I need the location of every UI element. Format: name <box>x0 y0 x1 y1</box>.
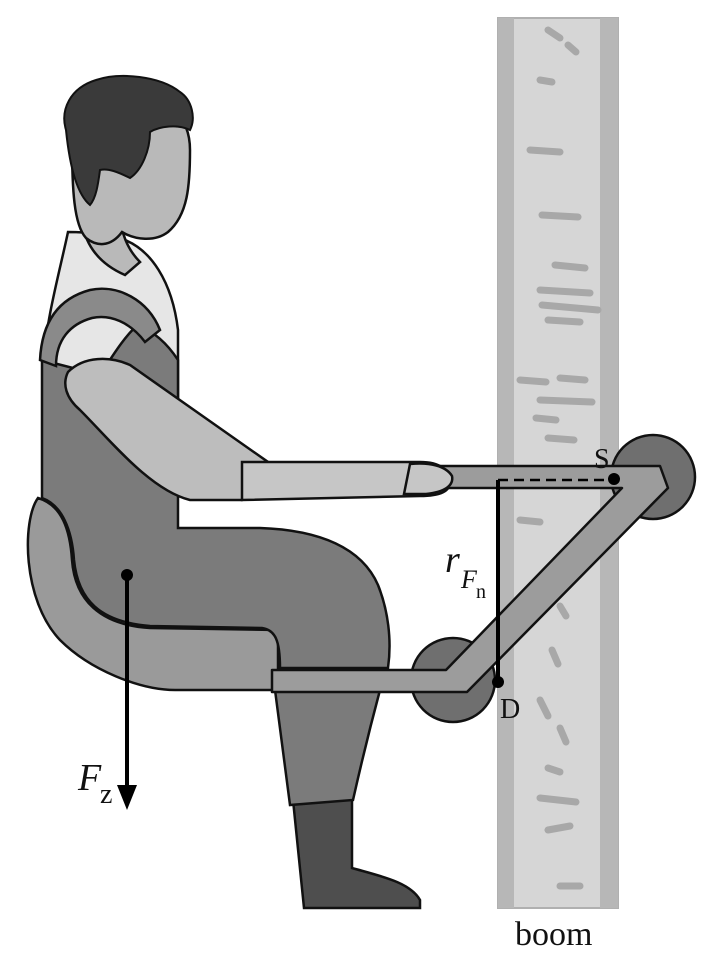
label-point-s: S <box>594 444 610 475</box>
upper-arm <box>64 357 270 502</box>
label-point-d: D <box>500 694 520 725</box>
label-lever-sub-sub: n <box>476 581 486 603</box>
lower-leg <box>273 688 382 807</box>
boot <box>291 796 422 910</box>
point-s-dot <box>608 473 620 485</box>
seat-shell <box>26 496 280 692</box>
label-force-symbol: F <box>77 757 102 799</box>
boom-edge-left <box>498 18 514 908</box>
label-boom: boom <box>515 916 592 953</box>
frame-bar <box>270 464 670 694</box>
overall-strap <box>38 287 162 368</box>
point-d-dot <box>492 676 504 688</box>
hand <box>402 462 454 496</box>
force-arrow-head <box>117 785 137 810</box>
hair <box>63 75 194 207</box>
boom-edge-right <box>600 18 618 908</box>
label-lever-sub-symbol: F <box>460 565 478 594</box>
boom-body <box>497 17 619 909</box>
label-force-subscript: z <box>100 779 112 810</box>
label-lever-symbol: r <box>445 539 460 581</box>
